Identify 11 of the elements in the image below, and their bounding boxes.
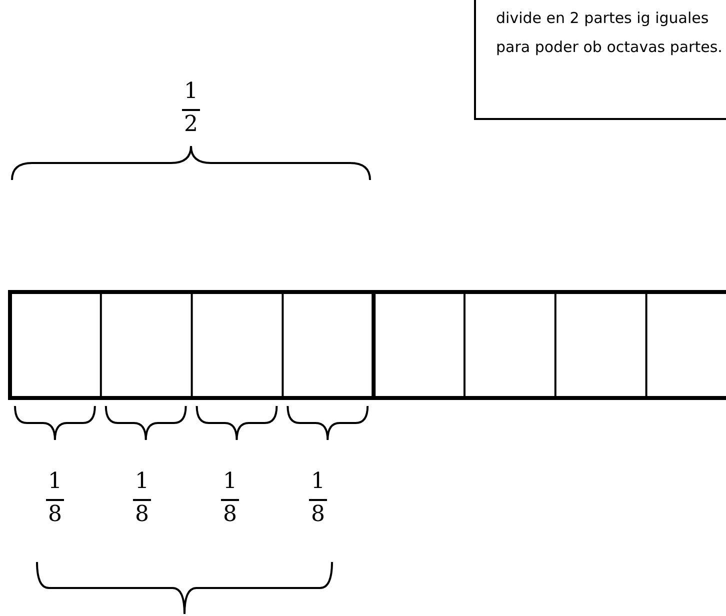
numerator: 1 xyxy=(134,470,150,494)
numerator: 1 xyxy=(47,470,63,494)
denominator: 8 xyxy=(47,503,63,527)
denominator: 2 xyxy=(183,113,199,137)
numerator: 1 xyxy=(222,470,238,494)
denominator: 8 xyxy=(222,503,238,527)
numerator: 1 xyxy=(310,470,326,494)
numerator: 1 xyxy=(183,80,199,104)
denominator: 8 xyxy=(134,503,150,527)
denominator: 8 xyxy=(310,503,326,527)
note-text: divide en 2 partes ig iguales para poder ob octavas partes. xyxy=(496,8,724,58)
